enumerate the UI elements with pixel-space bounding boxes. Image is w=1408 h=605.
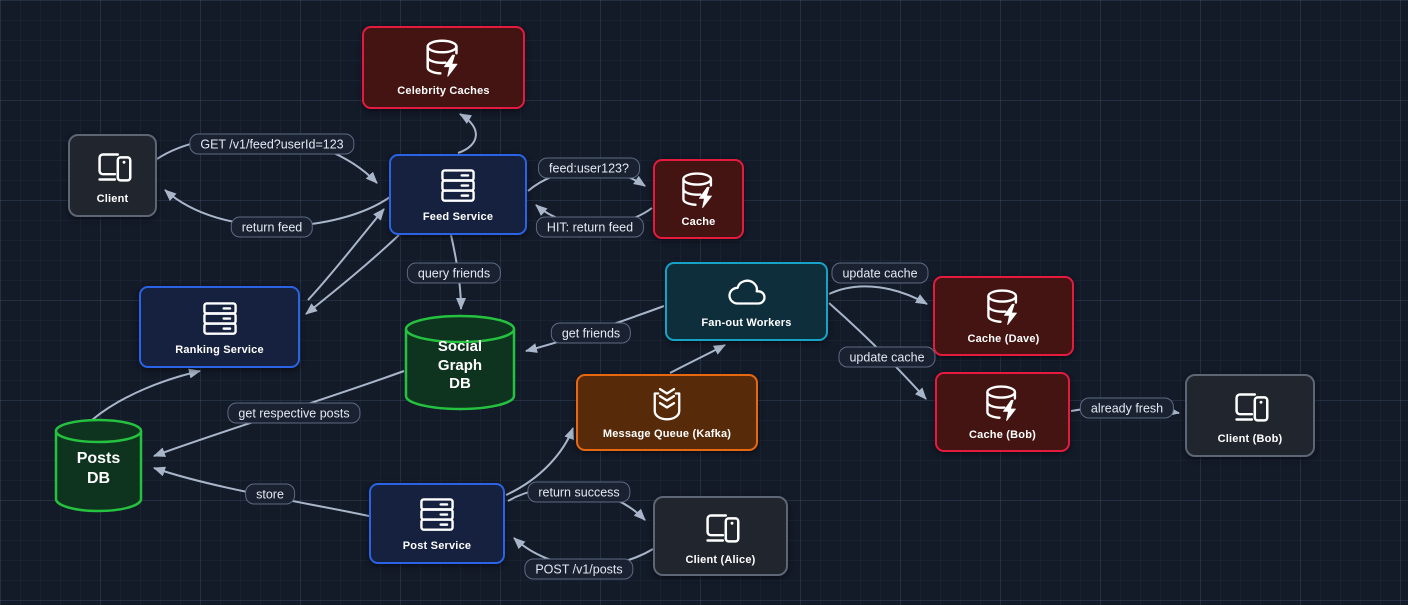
node-label: Client (Bob) bbox=[1217, 433, 1283, 445]
node-cache-bob[interactable]: Cache (Bob) bbox=[935, 372, 1070, 452]
node-ranking-service[interactable]: Ranking Service bbox=[139, 286, 300, 368]
edge-post-service-to-kafka bbox=[505, 427, 574, 496]
server-icon bbox=[436, 164, 480, 208]
server-icon bbox=[415, 493, 459, 537]
database-bolt-icon bbox=[981, 382, 1025, 426]
edge-posts-db-to-ranking bbox=[91, 368, 201, 421]
devices-icon bbox=[698, 505, 744, 551]
node-label: Cache bbox=[681, 215, 716, 228]
devices-icon bbox=[1227, 384, 1273, 430]
node-client-bob[interactable]: Client (Bob) bbox=[1185, 374, 1315, 457]
node-feed-service[interactable]: Feed Service bbox=[389, 154, 527, 235]
node-label: Message Queue (Kafka) bbox=[602, 428, 732, 440]
edge-label-store[interactable]: store bbox=[245, 483, 295, 505]
node-client-alice[interactable]: Client (Alice) bbox=[653, 496, 788, 576]
edge-feed-to-ranking bbox=[305, 234, 400, 315]
node-client[interactable]: Client bbox=[68, 134, 157, 217]
cloud-icon bbox=[724, 272, 770, 314]
queue-icon bbox=[646, 383, 688, 425]
node-label: Ranking Service bbox=[175, 343, 264, 356]
edge-label-query-friends[interactable]: query friends bbox=[406, 262, 502, 284]
edge-feed-to-celebrity-caches bbox=[457, 113, 477, 154]
node-posts-db[interactable]: Posts DB bbox=[54, 418, 143, 514]
node-label: Client (Alice) bbox=[685, 553, 756, 566]
edge-label-already-fresh[interactable]: already fresh bbox=[1079, 397, 1175, 419]
node-fanout-workers[interactable]: Fan-out Workers bbox=[665, 262, 828, 341]
edge-label-feed-user-query[interactable]: feed:user123? bbox=[538, 157, 640, 179]
node-label: Social Graph DB bbox=[437, 337, 483, 393]
node-label: Cache (Bob) bbox=[969, 428, 1036, 441]
edge-label-get-respective-posts[interactable]: get respective posts bbox=[227, 402, 361, 424]
node-label: Post Service bbox=[402, 540, 472, 552]
node-post-service[interactable]: Post Service bbox=[369, 483, 505, 564]
node-label: Celebrity Caches bbox=[397, 85, 490, 97]
database-bolt-icon bbox=[421, 36, 467, 82]
edge-label-post-v1-posts[interactable]: POST /v1/posts bbox=[524, 558, 634, 580]
node-celebrity-caches[interactable]: Celebrity Caches bbox=[362, 26, 525, 109]
edge-label-get-feed[interactable]: GET /v1/feed?userId=123 bbox=[189, 133, 355, 155]
database-bolt-icon bbox=[677, 169, 721, 213]
node-message-queue-kafka[interactable]: Message Queue (Kafka) bbox=[576, 374, 758, 451]
node-label: Posts DB bbox=[76, 450, 121, 487]
node-cache-dave[interactable]: Cache (Dave) bbox=[933, 276, 1074, 356]
edge-kafka-to-fanout bbox=[669, 344, 726, 374]
edge-label-return-feed[interactable]: return feed bbox=[230, 216, 314, 238]
edge-label-return-success[interactable]: return success bbox=[527, 481, 631, 503]
devices-icon bbox=[90, 144, 136, 190]
node-social-graph-db[interactable]: Social Graph DB bbox=[404, 314, 516, 412]
database-cylinder-icon bbox=[54, 418, 143, 513]
server-icon bbox=[198, 297, 242, 341]
node-cache[interactable]: Cache bbox=[653, 159, 744, 239]
edge-ranking-to-feed bbox=[307, 208, 385, 301]
database-bolt-icon bbox=[982, 286, 1026, 330]
edge-fanout-to-cache-dave bbox=[828, 285, 928, 305]
node-label: Cache (Dave) bbox=[967, 332, 1040, 345]
database-cylinder-icon bbox=[404, 314, 516, 411]
edge-label-update-cache-dave[interactable]: update cache bbox=[831, 262, 929, 284]
node-label: Client bbox=[96, 193, 129, 205]
node-label: Fan-out Workers bbox=[701, 317, 792, 329]
edge-label-hit-return-feed[interactable]: HIT: return feed bbox=[535, 216, 645, 238]
edge-label-get-friends[interactable]: get friends bbox=[550, 322, 632, 344]
edge-label-update-cache-bob[interactable]: update cache bbox=[838, 346, 936, 368]
node-label: Feed Service bbox=[422, 211, 494, 223]
